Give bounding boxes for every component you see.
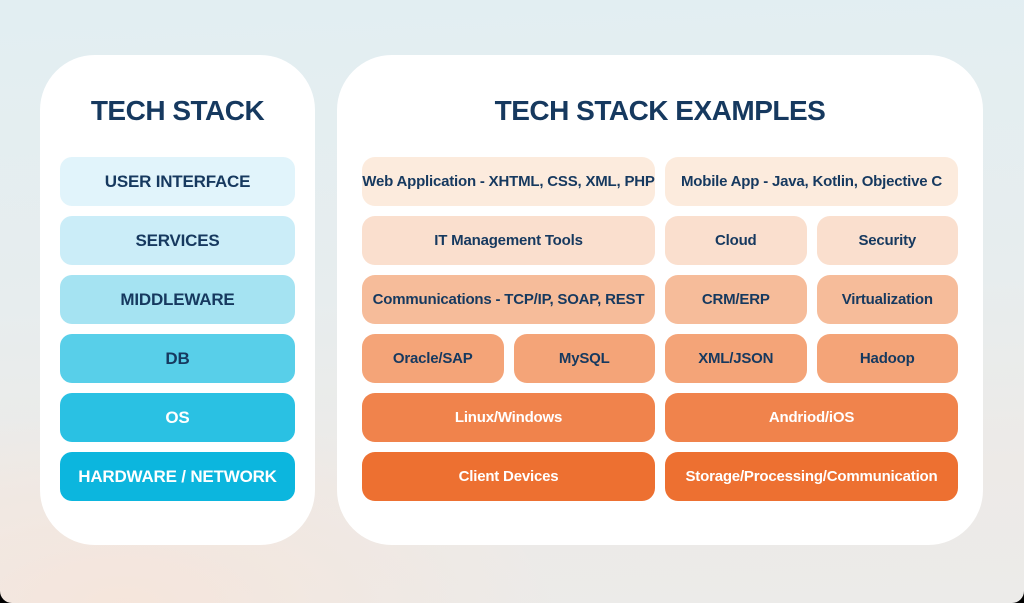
example-box-mysql: MySQL	[513, 334, 655, 383]
example-box-mobile-app-java-kotlin-objective-c: Mobile App - Java, Kotlin, Objective C	[665, 157, 958, 206]
stack-layer-user-interface: USER INTERFACE	[60, 157, 295, 206]
example-box-andriod-ios: Andriod/iOS	[665, 393, 958, 442]
example-box-virtualization: Virtualization	[816, 275, 958, 324]
stack-layer-services: SERVICES	[60, 216, 295, 265]
stack-layer-os: OS	[60, 393, 295, 442]
stack-layer-middleware: MIDDLEWARE	[60, 275, 295, 324]
tech-stack-title: TECH STACK	[90, 95, 265, 126]
example-box-oracle-sap: Oracle/SAP	[362, 334, 504, 383]
example-box-storage-processing-communication: Storage/Processing/Communication	[665, 452, 958, 501]
example-box-it-management-tools: IT Management Tools	[362, 216, 655, 265]
tech-stack-examples-title: TECH STACK EXAMPLES	[494, 95, 826, 126]
stack-layer-db: DB	[60, 334, 295, 383]
example-box-cloud: Cloud	[665, 216, 807, 265]
example-box-crm-erp: CRM/ERP	[665, 275, 807, 324]
example-box-client-devices: Client Devices	[362, 452, 655, 501]
tech-stack-panel: TECH STACK USER INTERFACE SERVICES MIDDLEW…	[40, 55, 315, 545]
tech-stack-layers: USER INTERFACE SERVICES MIDDLEWARE DB OS HARD…	[60, 157, 295, 501]
example-box-web-application-xhtml-css-xml-php: Web Application - XHTML, CSS, XML, PHP	[362, 157, 655, 206]
tech-stack-examples-panel: TECH STACK EXAMPLES Web Application - XH…	[337, 55, 983, 545]
example-box-communications-tcp-ip-soap-rest: Communications - TCP/IP, SOAP, REST	[362, 275, 655, 324]
stack-layer-hardware-network: HARDWARE / NETWORK	[60, 452, 295, 501]
example-box-xml-json: XML/JSON	[665, 334, 807, 383]
example-box-security: Security	[816, 216, 958, 265]
example-box-hadoop: Hadoop	[816, 334, 958, 383]
example-box-linux-windows: Linux/Windows	[362, 393, 655, 442]
